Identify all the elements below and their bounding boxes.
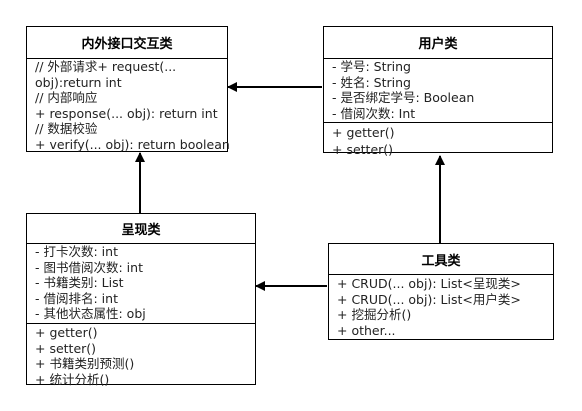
attribute-row: - 是否绑定学号: Boolean bbox=[332, 90, 475, 105]
class-name-tool: 工具类 bbox=[329, 244, 553, 275]
attribute-row: - 其他状态属性: obj bbox=[35, 306, 146, 322]
attribute-row: // 外部请求+ request(... bbox=[35, 59, 177, 74]
class-name-user: 用户类 bbox=[324, 27, 552, 59]
method-row: + setter() bbox=[35, 340, 97, 356]
class-name-interface: 内外接口交互类 bbox=[27, 27, 227, 59]
class-box-interface[interactable]: 内外接口交互类 // 外部请求+ request(... obj):return… bbox=[26, 26, 230, 152]
method-row: + 书籍类别预测() bbox=[35, 356, 135, 371]
attribute-row: - 借阅排名: int bbox=[35, 290, 118, 306]
attribute-row: - 学号: String bbox=[332, 59, 411, 74]
class-methods-user: + getter() + setter() bbox=[324, 123, 552, 158]
class-methods-tool: + CRUD(... obj): List<呈现类> + CRUD(... ob… bbox=[329, 275, 553, 338]
class-attributes-interface: // 外部请求+ request(... obj):return int // … bbox=[27, 59, 230, 152]
attribute-row: - 图书借阅次数: int bbox=[35, 259, 143, 275]
class-attributes-user: - 学号: String - 姓名: String - 是否绑定学号: Bool… bbox=[324, 59, 552, 123]
attribute-row: + verify(... obj): return boolean bbox=[35, 136, 230, 152]
attribute-row: obj):return int bbox=[35, 74, 122, 90]
method-row: + other... bbox=[337, 322, 396, 338]
class-methods-present: + getter() + setter() + 书籍类别预测() + 统计分析(… bbox=[27, 324, 255, 387]
attribute-row: // 内部响应 bbox=[35, 90, 98, 105]
method-row: + getter() bbox=[332, 125, 395, 140]
attribute-row: - 借阅次数: Int bbox=[332, 105, 416, 121]
method-row: + CRUD(... obj): List<用户类> bbox=[337, 291, 521, 307]
method-row: + getter() bbox=[35, 325, 98, 340]
class-name-present: 呈现类 bbox=[27, 214, 255, 244]
attribute-row: - 书籍类别: List bbox=[35, 275, 124, 291]
method-row: + setter() bbox=[332, 141, 394, 157]
class-box-user[interactable]: 用户类 - 学号: String - 姓名: String - 是否绑定学号: … bbox=[323, 26, 553, 157]
method-row: + CRUD(... obj): List<呈现类> bbox=[337, 276, 521, 291]
class-box-present[interactable]: 呈现类 - 打卡次数: int - 图书借阅次数: int - 书籍类别: Li… bbox=[26, 213, 256, 387]
class-box-tool[interactable]: 工具类 + CRUD(... obj): List<呈现类> + CRUD(..… bbox=[328, 243, 554, 340]
method-row: + 统计分析() bbox=[35, 371, 110, 387]
class-attributes-present: - 打卡次数: int - 图书借阅次数: int - 书籍类别: List -… bbox=[27, 244, 255, 324]
attribute-row: + response(... obj): return int bbox=[35, 105, 218, 121]
attribute-row: - 打卡次数: int bbox=[35, 244, 118, 259]
attribute-row: - 姓名: String bbox=[332, 74, 411, 90]
attribute-row: // 数据校验 bbox=[35, 121, 98, 136]
method-row: + 挖掘分析() bbox=[337, 307, 412, 322]
